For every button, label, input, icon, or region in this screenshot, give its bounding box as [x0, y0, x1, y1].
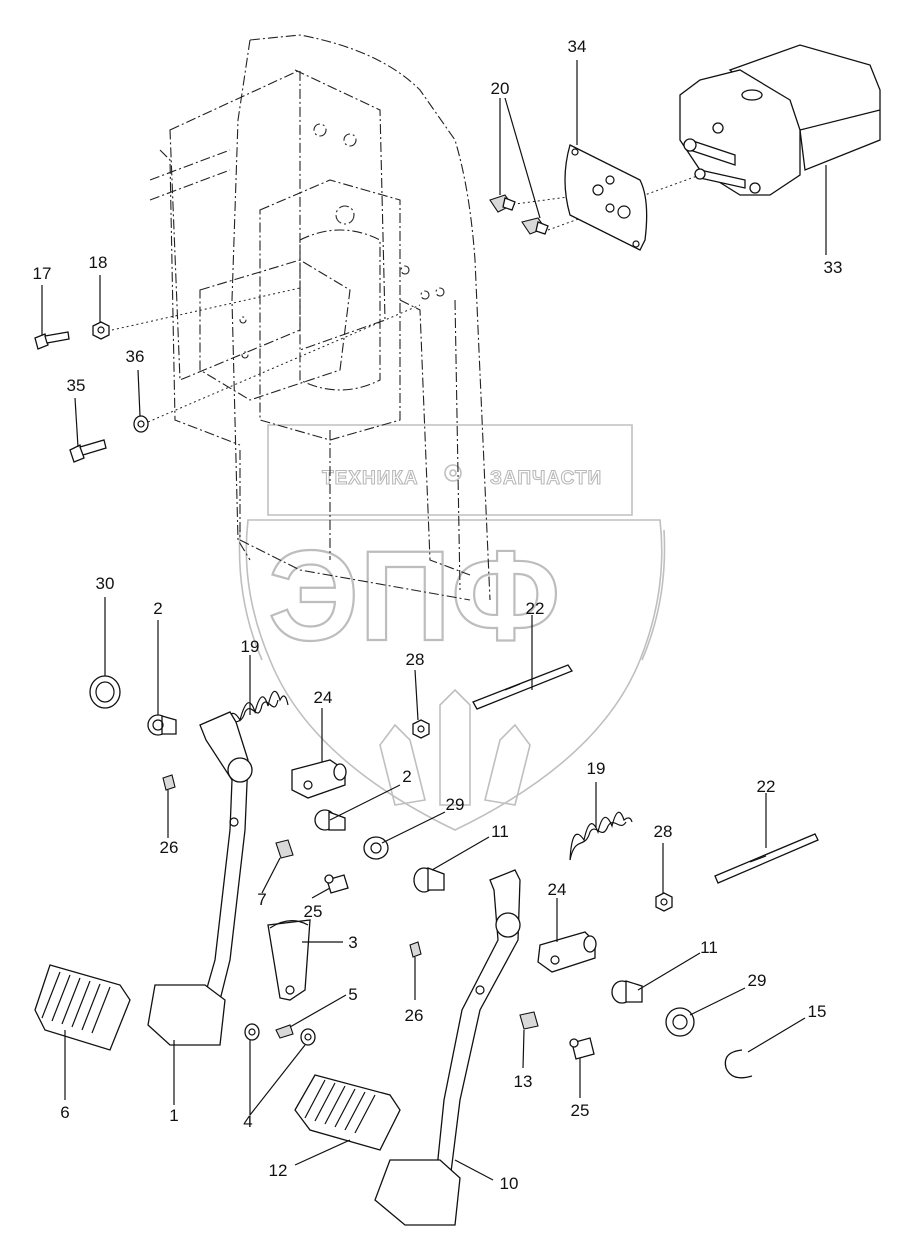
part-26-clip-middle[interactable] [409, 941, 422, 958]
callout-28-right: 28 [654, 822, 673, 841]
wheat-emblem [379, 688, 531, 806]
part-29-washer[interactable] [363, 836, 389, 860]
callout-4: 4 [243, 1112, 252, 1131]
callout-29-middle: 29 [446, 795, 465, 814]
watermark-banner [267, 424, 633, 516]
callout-25-right: 25 [571, 1101, 590, 1120]
part-13-bushing[interactable] [519, 1011, 539, 1030]
callout-2-left: 2 [153, 599, 162, 618]
callout-11-middle: 11 [491, 822, 509, 841]
callout-5: 5 [348, 985, 357, 1004]
callout-29-right: 29 [748, 971, 767, 990]
callout-25-left: 25 [304, 902, 323, 921]
callout-22-right: 22 [757, 777, 776, 796]
part-25-pin[interactable] [324, 874, 349, 894]
callout-22-top: 22 [526, 599, 545, 618]
callout-7: 7 [257, 890, 266, 909]
callout-28-top: 28 [406, 650, 425, 669]
callout-3: 3 [348, 933, 357, 952]
part-22-pushrod[interactable] [472, 664, 573, 710]
watermark-left-text: ТЕХНИКА [322, 468, 419, 489]
part-2-bushing[interactable] [147, 714, 177, 736]
watermark-shield [245, 519, 663, 831]
callout-11-right: 11 [700, 938, 718, 957]
callout-34: 34 [568, 37, 587, 56]
pedal-bracket-housing [149, 34, 491, 601]
part-11-bushing-right[interactable] [611, 980, 643, 1004]
part-11-bushing[interactable] [413, 867, 445, 893]
part-24-clevis[interactable] [291, 759, 347, 799]
callout-10: 10 [500, 1174, 519, 1193]
part-19-spring-right[interactable] [569, 811, 633, 861]
part-36-washer[interactable] [133, 415, 149, 433]
part-17-bolt[interactable] [34, 331, 70, 350]
part-30-ring[interactable] [89, 675, 121, 709]
part-22-pushrod-right[interactable] [714, 833, 819, 884]
watermark-right-text: ЗАПЧАСТИ [490, 468, 602, 489]
part-15-circlip[interactable] [724, 1049, 753, 1079]
callout-30: 30 [96, 574, 115, 593]
part-2-bushing-middle[interactable] [314, 809, 346, 831]
callout-19-left: 19 [241, 637, 260, 656]
gear-icon [444, 464, 462, 482]
part-28-nut[interactable] [412, 719, 430, 739]
watermark-logo-letters: ЭПФ [268, 525, 560, 668]
part-28-nut-right[interactable] [655, 892, 673, 912]
part-20-fittings[interactable] [489, 194, 549, 235]
part-7-bushing[interactable] [275, 839, 294, 859]
leader-lines [41, 60, 827, 1181]
part-18-nut[interactable] [92, 321, 110, 340]
part-25-pin-right[interactable] [569, 1037, 595, 1060]
part-24-clevis-right[interactable] [537, 931, 597, 973]
part-12-pedal-pad[interactable] [294, 1074, 401, 1151]
part-10-pedal-lever[interactable] [374, 869, 521, 1226]
callout-20: 20 [491, 79, 510, 98]
part-29-washer-right[interactable] [665, 1007, 695, 1037]
part-33-master-cylinder[interactable] [679, 44, 881, 196]
callout-35: 35 [67, 376, 86, 395]
callout-2-middle: 2 [402, 767, 411, 786]
callout-19-right: 19 [587, 759, 606, 778]
callout-6: 6 [60, 1103, 69, 1122]
part-35-bolt[interactable] [69, 439, 107, 463]
callout-13: 13 [514, 1072, 533, 1091]
part-4-washers[interactable] [244, 1023, 316, 1046]
watermark: ТЕХНИКА ЗАПЧАСТИ ЭПФ [238, 424, 666, 831]
part-6-pedal-pad[interactable] [34, 964, 131, 1051]
callout-26-middle: 26 [405, 1006, 424, 1025]
part-34-gasket[interactable] [564, 144, 648, 251]
callout-18: 18 [89, 253, 108, 272]
callout-17: 17 [33, 264, 52, 283]
callout-24-right: 24 [548, 880, 567, 899]
callout-26-left: 26 [160, 838, 179, 857]
callout-12: 12 [269, 1161, 288, 1180]
callout-labels: 34 20 33 17 18 35 36 30 2 19 24 28 22 2 … [33, 37, 843, 1193]
callout-1: 1 [169, 1106, 178, 1125]
callout-33: 33 [824, 258, 843, 277]
callout-36: 36 [126, 347, 145, 366]
part-5-pin[interactable] [275, 1024, 294, 1039]
callout-15: 15 [808, 1002, 827, 1021]
part-26-clip[interactable] [162, 774, 176, 791]
part-3-plate[interactable] [267, 919, 311, 1001]
callout-24-left: 24 [314, 688, 333, 707]
part-1-pedal-lever[interactable] [147, 711, 253, 1046]
